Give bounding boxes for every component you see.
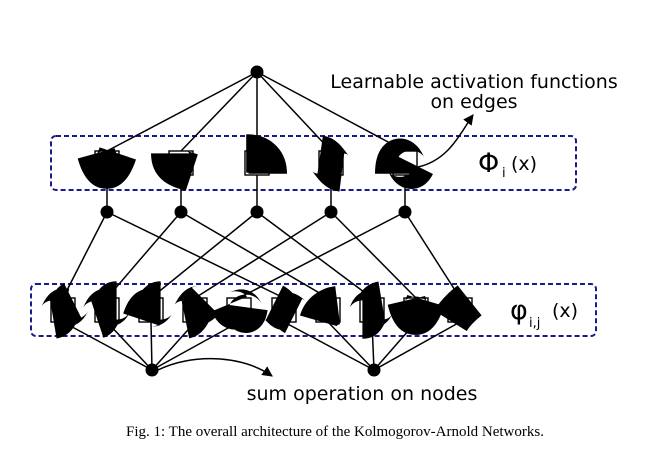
sum-label-arrow [157,358,273,377]
phi-inner-label: φ i,j (x) [510,295,578,331]
inner-activation-1-curve [41,283,89,339]
outer-activation-3-curve [244,134,287,176]
edge-hidden-4-to-inner-9 [330,211,417,299]
inner-activation-box-1 [41,283,89,339]
inner-activation-9-curve [387,294,445,335]
inner-activation-7-curve [299,286,342,328]
edge-hidden-5-to-inner-10 [404,211,461,299]
input-node-1 [145,363,159,377]
outer-activation-5-curve [375,138,433,189]
edge-inner-1-to-input [62,321,153,371]
edge-hidden-3-to-inner-3 [150,211,258,299]
edge-hidden-2-to-inner-7 [180,211,329,299]
phi-outer-symbol: Φ [478,148,499,179]
edge-inner-3-to-input [150,321,153,371]
edge-hidden-2-to-inner-2 [106,211,182,299]
inner-activation-6-curve [263,285,306,334]
inner-activation-box-4 [173,285,220,339]
inner-activation-box-2 [82,281,131,338]
activation-boxes-layer [41,134,482,339]
phi-inner-subscript: i,j [529,316,540,331]
outer-function-group [50,135,577,191]
edge-hidden-4-to-inner-4 [194,211,332,299]
inner-activation-5-curve [211,289,268,333]
outer-activation-box-5 [375,138,433,189]
edge-hidden-1-to-inner-1 [62,211,108,299]
hidden-node-3 [250,205,264,219]
edge-hidden-1-to-inner-6 [106,211,285,299]
outer-activation-box-4 [311,135,350,192]
phi-inner-symbol: φ [510,295,528,326]
outer-activation-box-1 [77,146,137,189]
phi-outer-label: Φ i (x) [478,148,537,181]
outer-activation-box-3 [244,134,287,176]
input-node-2 [367,363,381,377]
sum-operation-label: sum operation on nodes [247,383,478,405]
outer-activation-1-curve [77,146,137,189]
inner-activation-box-3 [123,281,173,327]
phi-outer-subscript: i [502,166,506,181]
edge-output-to-outer-2 [180,71,258,152]
figure-caption: Fig. 1: The overall architecture of the … [126,424,544,440]
inner-function-group [30,283,597,337]
hidden-node-4 [324,205,338,219]
inner-activation-2-curve [82,281,131,338]
edge-inner-10-to-input [373,321,461,371]
outer-activation-2-curve [151,149,198,191]
edge-inner-5-to-input [151,321,240,371]
inner-activation-box-6 [263,285,306,334]
edge-output-to-outer-4 [256,71,332,152]
hidden-node-5 [398,205,412,219]
inner-activation-box-5 [211,289,268,333]
inner-activation-4-curve [173,285,220,339]
inner-activation-box-10 [434,285,482,332]
outer-activation-box-2 [151,149,198,191]
outer-activation-4-curve [311,135,350,192]
edge-hidden-3-to-inner-8 [256,211,373,299]
inner-activation-8-curve [349,281,393,339]
inner-activation-box-7 [299,286,342,328]
edge-output-to-outer-1 [106,71,258,152]
edges-label-line2: on edges [430,91,517,113]
nodes-layer [100,65,412,377]
inner-activation-box-8 [349,281,393,339]
hidden-node-1 [100,205,114,219]
edges-label-line1: Learnable activation functions [330,71,617,93]
inner-activation-10-curve [434,285,482,332]
edge-inner-7-to-input [327,321,375,371]
phi-outer-argument: (x) [511,153,537,175]
output-node [250,65,264,79]
inner-activation-3-curve [123,281,173,327]
edges-label-arrow [417,114,474,168]
edge-inner-2-to-input [106,321,153,371]
edge-hidden-5-to-inner-5 [238,211,406,299]
edge-inner-6-to-input [283,321,375,371]
edge-output-to-outer-5 [256,71,406,152]
phi-inner-argument: (x) [552,300,578,322]
inner-activation-box-9 [387,294,445,335]
hidden-node-2 [174,205,188,219]
